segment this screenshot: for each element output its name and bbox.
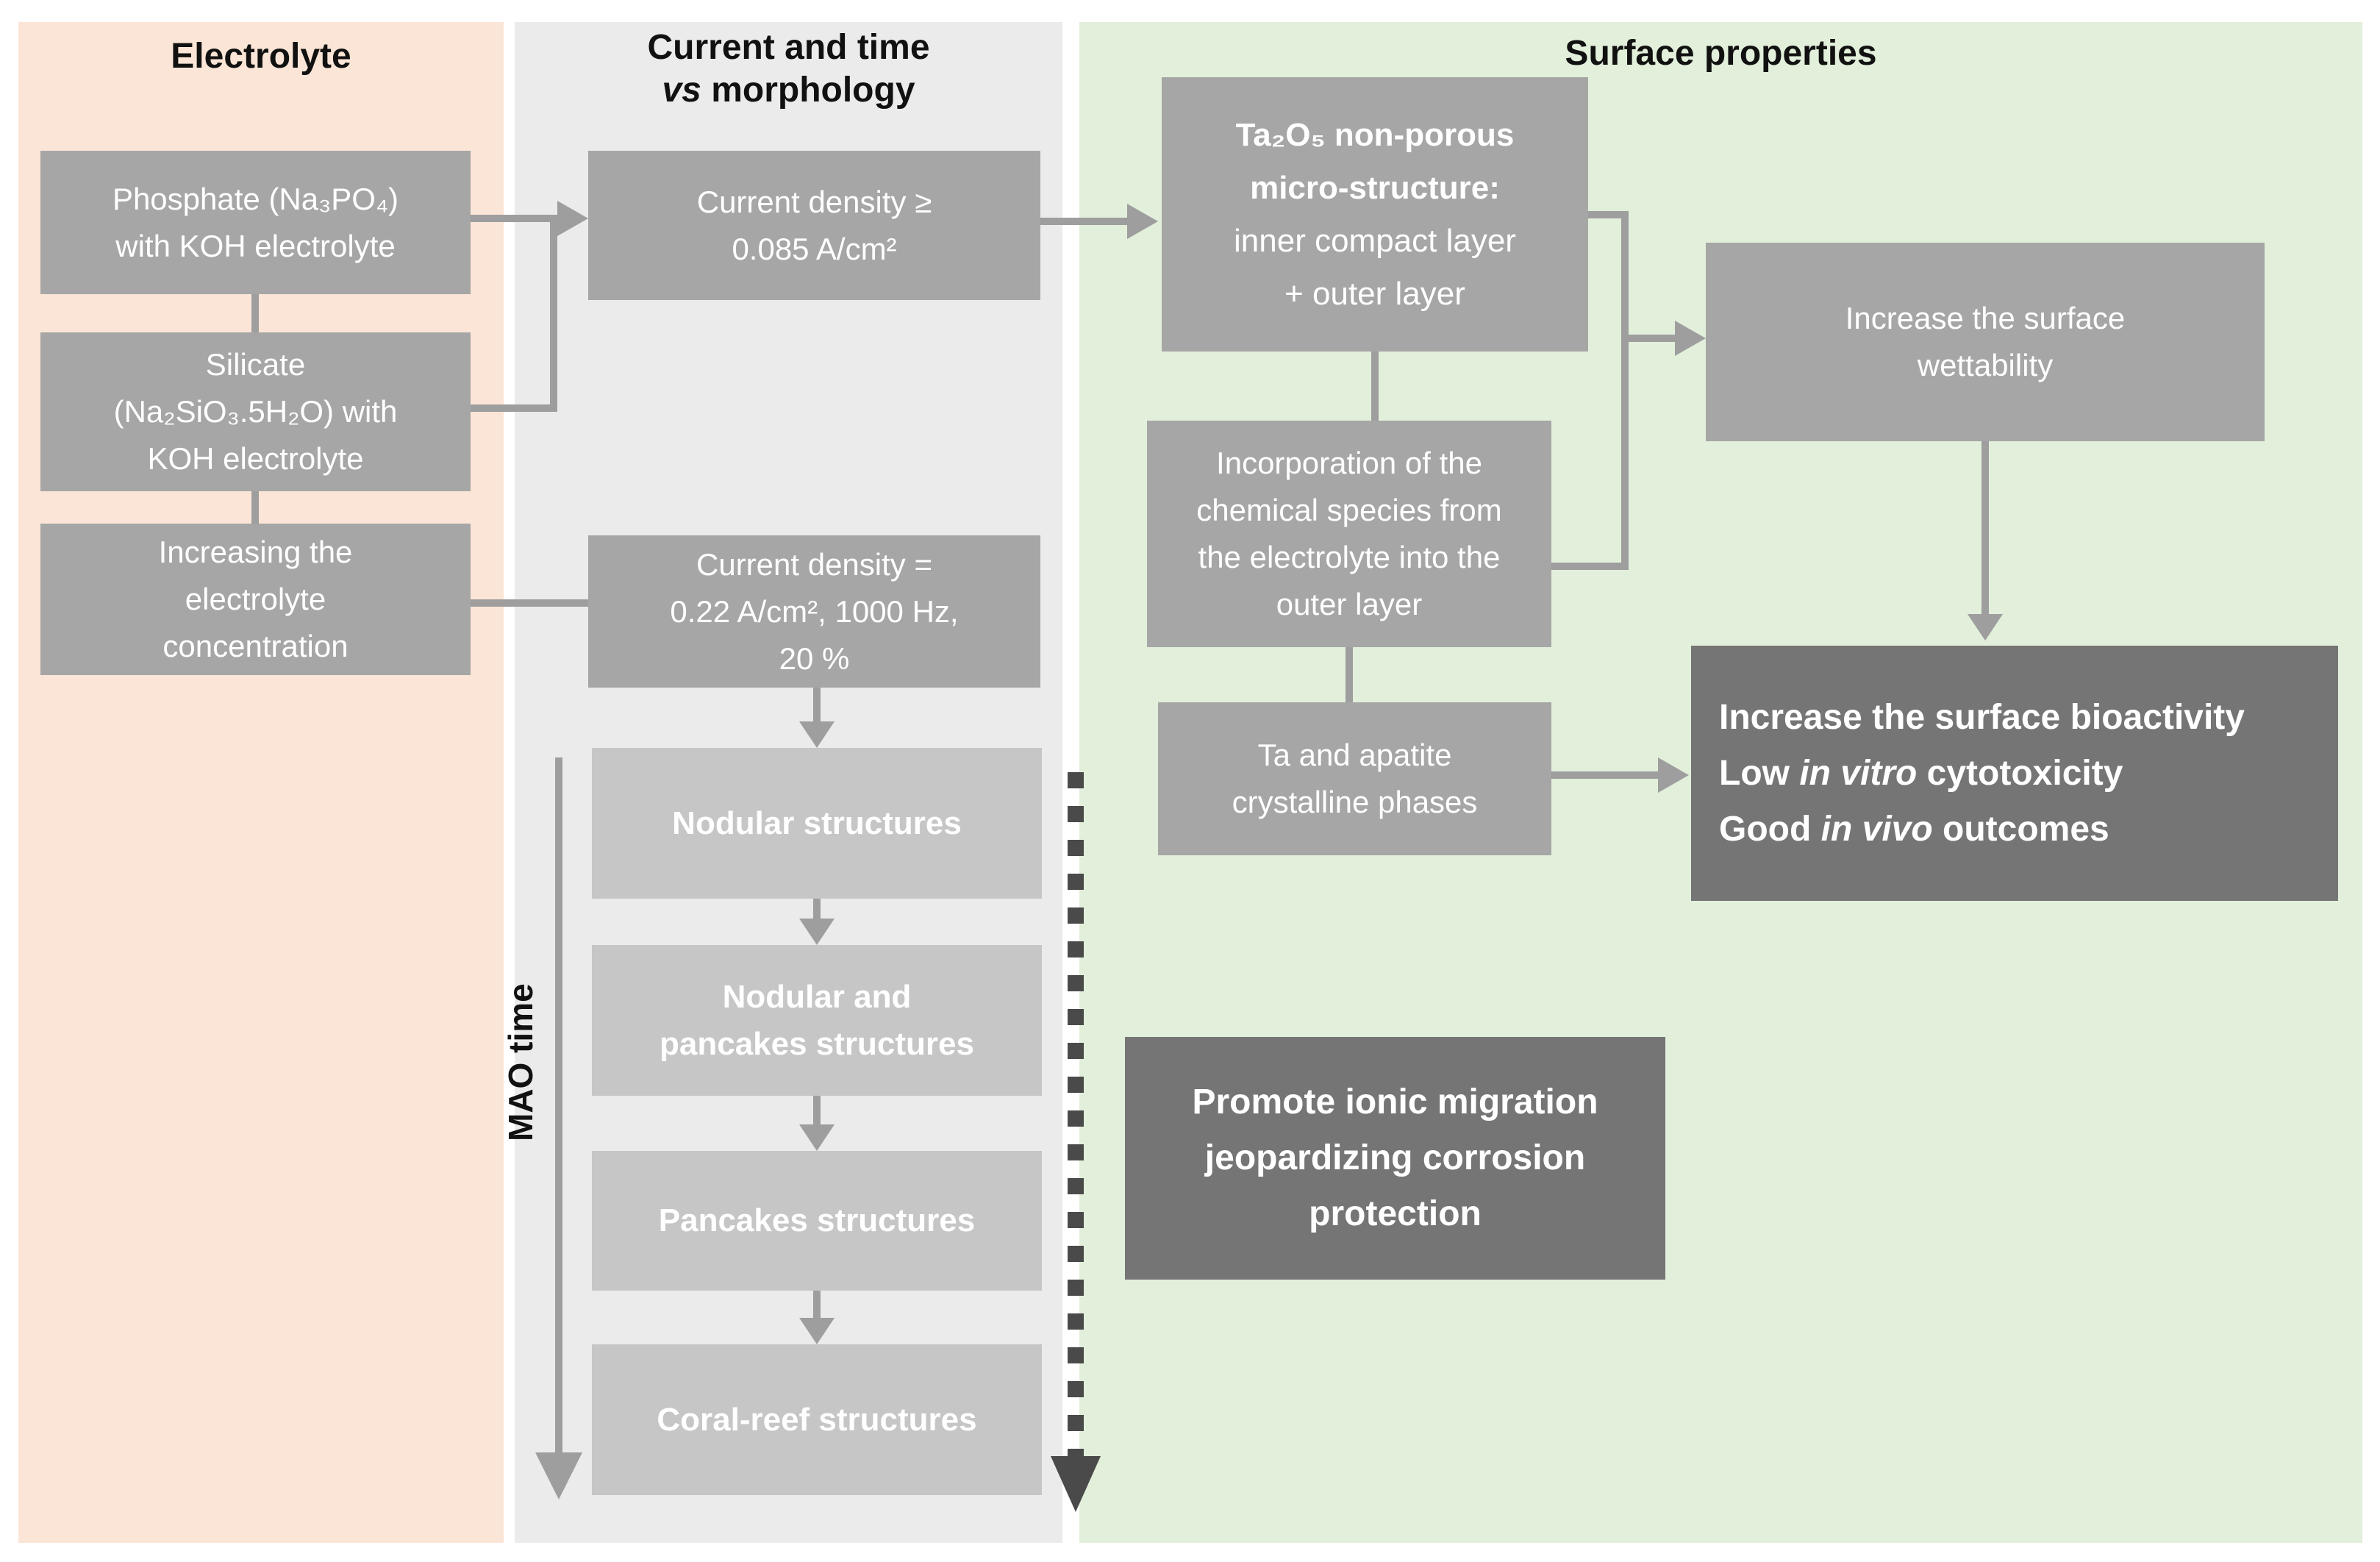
text-line: Low in vitro cytotoxicity [1719,746,2123,802]
coral-reef-structures-box: Coral-reef structures [592,1344,1042,1495]
connector-silicate-merge [471,404,557,412]
text-line: Current density ≥ [696,184,932,219]
down-arrowhead-icon [799,721,835,748]
nodular-pancakes-box: Nodular and pancakes structures [592,945,1042,1096]
connector-phosphate-to-current [471,215,559,222]
connector-concentration-to-pulse [471,599,588,607]
text-line: jeopardizing corrosion [1204,1138,1586,1177]
text-line: inner compact layer [1234,222,1516,259]
current-density-pulse-box: Current density = 0.22 A/cm², 1000 Hz, 2… [588,535,1040,688]
pancakes-structures-box: Pancakes structures [592,1151,1042,1291]
down-arrowhead-icon [799,919,835,945]
text-part: Good [1719,809,1821,849]
text-line: 0.085 A/cm² [732,231,897,266]
connector-junction-vertical [1621,211,1629,570]
right-arrowhead-icon [1658,757,1689,793]
morphology-text: morphology [701,71,915,110]
connector-wettability-to-bioactivity [1981,441,1989,614]
down-arrowhead-icon [799,1318,835,1344]
text-part: outcomes [1932,809,2109,849]
connector-pulse-to-nodular [813,688,821,721]
text-line: outer layer [1276,587,1423,621]
mao-time-axis-line [555,757,562,1452]
text-line: electrolyte [185,582,326,616]
text-line: the electrolyte into the [1198,540,1501,574]
text-line: KOH electrolyte [147,441,364,476]
text-line: Current density = [696,546,932,582]
text-line: Nodular and [722,978,912,1015]
connector-nodular-to-nodular-pancakes [813,899,821,919]
phosphate-box: Phosphate (Na₃PO₄) with KOH electrolyte [40,151,471,294]
nodular-structures-box: Nodular structures [592,748,1042,899]
current-density-high-box: Current density ≥ 0.085 A/cm² [588,151,1040,300]
connector-nodular-pancakes-to-pancakes [813,1096,821,1124]
text-line: with KOH electrolyte [115,228,396,263]
text-line: wettability [1917,348,2054,382]
ta-apatite-phases-box: Ta and apatite crystalline phases [1158,702,1551,855]
connector-apatite-to-bioactivity [1551,771,1658,779]
text-line: Increase the surface bioactivity [1719,697,2245,737]
dashed-arrow-line [1068,772,1084,1456]
right-arrowhead-icon [557,201,588,236]
connector-silicate-to-concentration [251,491,259,524]
connector-ta2o5-right [1588,211,1629,218]
text-part: Low [1719,753,1800,793]
electrolyte-panel-title: Electrolyte [171,37,351,76]
text-line: 0.22 A/cm², 1000 Hz, [670,593,959,629]
down-arrowhead-icon [1968,614,2003,641]
text-line: protection [1309,1194,1482,1233]
connector-ta2o5-to-incorporation [1371,352,1379,421]
text-line: crystalline phases [1232,785,1478,819]
text-line: Increase the surface [1845,301,2126,335]
connector-phosphate-to-silicate [251,294,259,332]
current-time-panel-title: Current and time vs morphology [515,26,1062,112]
in-vivo-italic-text: in vivo [1820,809,1933,849]
right-arrowhead-icon [1675,321,1706,356]
text-line: micro-structure: [1250,169,1500,206]
text-line: Ta and apatite [1257,738,1452,772]
ta2o5-microstructure-box: Ta₂O₅ non-porous micro-structure: inner … [1162,77,1588,352]
connector-junction-to-wettability [1629,335,1675,342]
silicate-box: Silicate (Na₂SiO₃.5H₂O) with KOH electro… [40,332,471,491]
surface-panel-title: Surface properties [1565,34,1877,73]
connector-merge-vertical [550,215,557,412]
bioactivity-outcomes-box: Increase the surface bioactivity Low in … [1691,646,2338,901]
corrosion-warning-box: Promote ionic migration jeopardizing cor… [1125,1037,1665,1280]
text-line: pancakes structures [660,1025,974,1062]
text-line: Ta₂O₅ non-porous [1235,116,1515,153]
in-vitro-italic-text: in vitro [1799,753,1918,793]
connector-incorporation-right [1551,563,1629,570]
text-line: Good in vivo outcomes [1719,802,2109,857]
text-line: Phosphate (Na₃PO₄) [112,181,399,216]
right-arrowhead-icon [1127,204,1158,239]
text-line: Promote ionic migration [1192,1083,1598,1121]
current-time-title-line2: vs morphology [515,69,1062,112]
vs-italic-text: vs [662,71,701,110]
text-line: Nodular structures [672,805,962,841]
text-line: Pancakes structures [658,1202,976,1238]
electrolyte-concentration-box: Increasing the electrolyte concentration [40,524,471,675]
text-line: (Na₂SiO₃.5H₂O) with [113,394,398,429]
down-arrowhead-icon [799,1124,835,1151]
text-line: concentration [162,629,349,663]
text-line: Silicate [205,347,306,382]
text-line: + outer layer [1284,275,1465,312]
incorporation-box: Incorporation of the chemical species fr… [1147,421,1551,647]
wettability-box: Increase the surface wettability [1706,243,2265,441]
dashed-arrowhead-icon [1051,1456,1101,1512]
connector-current-to-ta2o5 [1040,218,1127,225]
connector-incorporation-to-apatite [1346,647,1353,702]
text-line: 20 % [779,641,850,676]
connector-pancakes-to-coral [813,1291,821,1318]
text-line: Coral-reef structures [657,1401,977,1438]
mao-time-arrowhead-icon [535,1452,582,1499]
text-line: Incorporation of the [1216,446,1482,480]
current-time-title-line1: Current and time [647,28,930,67]
text-line: Increasing the [158,535,353,569]
text-line: chemical species from [1196,493,1502,527]
mao-time-label: MAO time [501,983,540,1142]
text-part: cytotoxicity [1917,753,2123,793]
